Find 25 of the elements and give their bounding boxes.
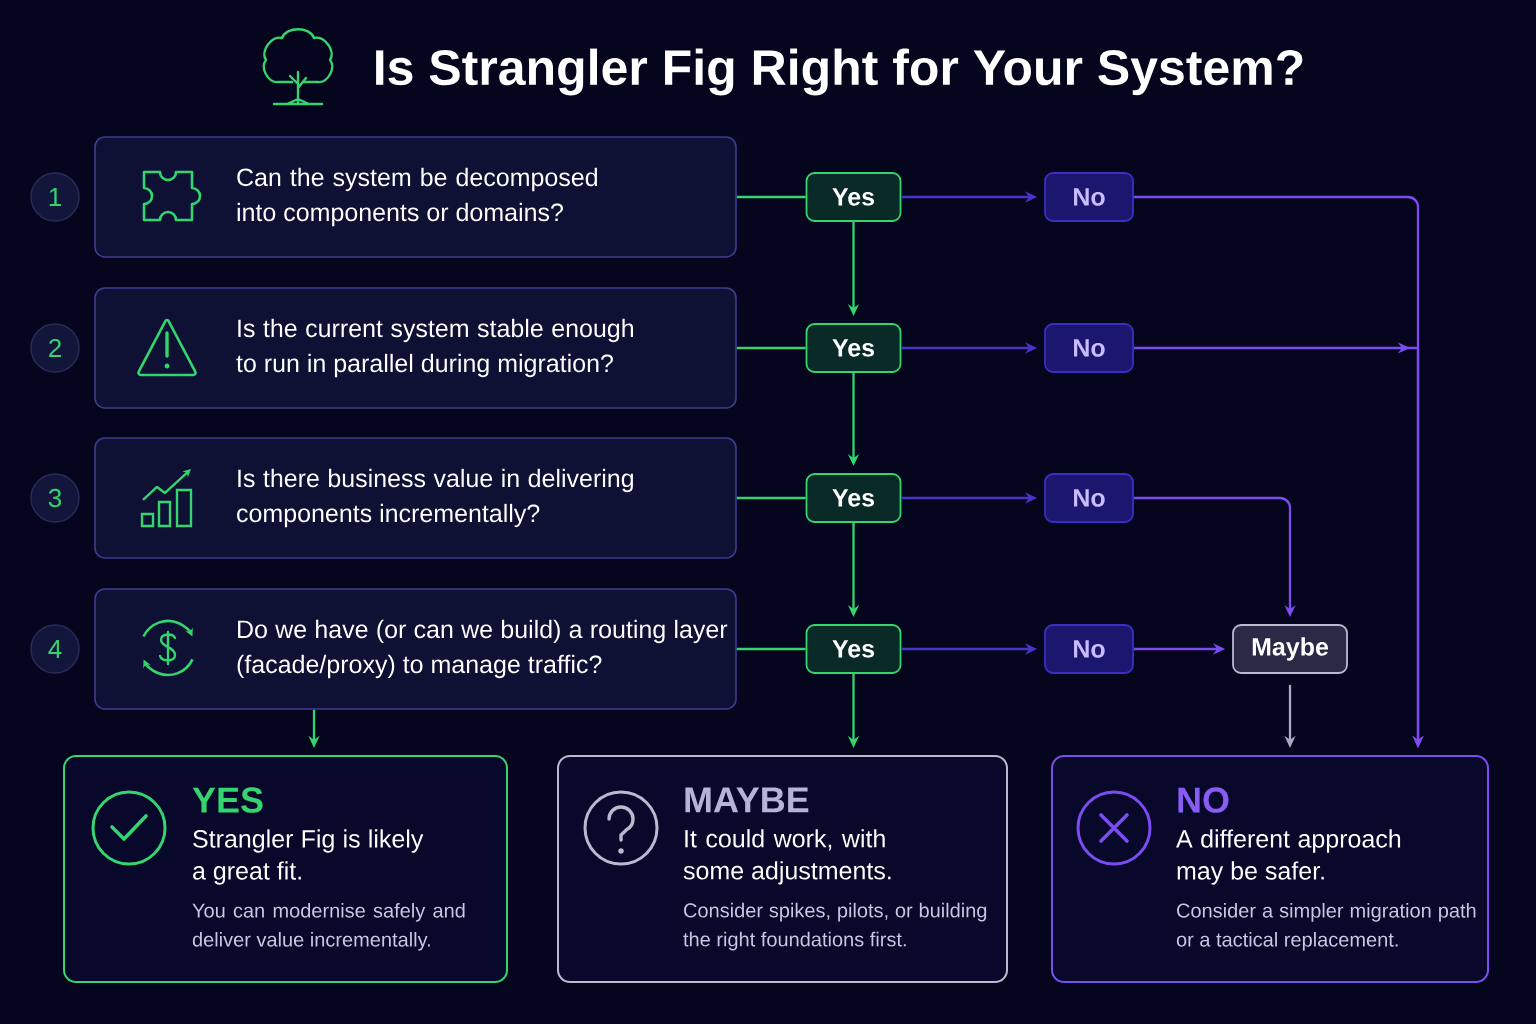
maybe-badge: Maybe	[1232, 624, 1348, 674]
no-badge: No	[1044, 624, 1134, 674]
yes-badge: Yes	[805, 624, 902, 674]
no-badge: No	[1044, 172, 1134, 222]
result-card: NO A different approach may be safer. Consider a simpler migration path or a tactical replacement.	[1051, 755, 1489, 983]
connector-line	[736, 195, 806, 199]
step-number: 3	[30, 473, 80, 523]
yes-badge: Yes	[805, 473, 902, 523]
result-card: MAYBE It could work, with some adjustments. Consider spikes, pilots, or building the right foundations first.	[557, 755, 1008, 983]
question-box: Can the system be decomposed into components or domains?	[94, 136, 737, 258]
yes-badge: Yes	[805, 172, 902, 222]
connector-line	[736, 647, 806, 651]
step-number: 4	[30, 624, 80, 674]
result-card: YES Strangler Fig is likely a great fit. You can modernise safely and deliver value incrementally.	[63, 755, 508, 983]
step-number: 1	[30, 172, 80, 222]
question-box: Do we have (or can we build) a routing layer (facade/proxy) to manage traffic?	[94, 588, 737, 710]
question-box: Is the current system stable enough to run in parallel during migration?	[94, 287, 737, 409]
step-number: 2	[30, 323, 80, 373]
title: Is Strangler Fig Right for Your System?	[376, 48, 1303, 96]
connector-line	[736, 496, 806, 500]
no-badge: No	[1044, 323, 1134, 373]
no-badge: No	[1044, 473, 1134, 523]
question-box: Is there business value in delivering components incrementally?	[94, 437, 737, 559]
yes-badge: Yes	[805, 323, 902, 373]
connector-line	[736, 346, 806, 350]
